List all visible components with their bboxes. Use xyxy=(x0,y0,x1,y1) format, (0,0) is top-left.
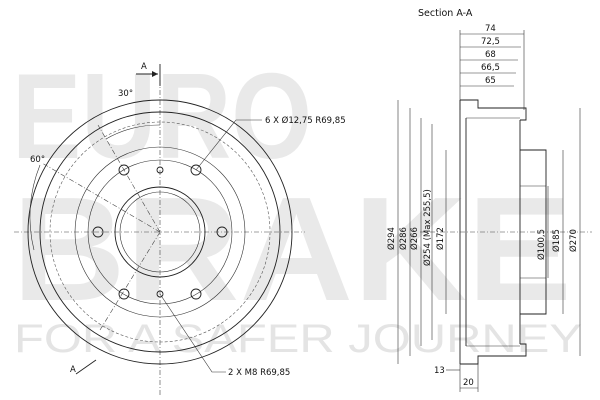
radial-line-lower xyxy=(99,231,161,331)
section-marker-bottom: A xyxy=(70,365,76,375)
width-dim-74: 74 xyxy=(485,24,496,34)
hub-face-circle xyxy=(74,146,246,318)
bolt-hole xyxy=(118,164,130,176)
width-dim-66-5: 66,5 xyxy=(481,63,500,73)
threaded-holes xyxy=(156,166,164,298)
bolt-holes xyxy=(92,164,228,300)
bottom-dimensions: 13 20 xyxy=(434,364,479,392)
watermark: EURO BRAKE FOR A SAFER JOURNEY xyxy=(12,48,582,361)
bottom-dim-13: 13 xyxy=(434,366,445,376)
threaded-holes-callout: 2 X M8 R69,85 xyxy=(228,368,290,378)
center-bore-circle xyxy=(114,186,206,278)
section-title: Section A-A xyxy=(418,8,473,19)
watermark-line1: EURO xyxy=(12,48,312,184)
bolt-hole xyxy=(92,226,104,238)
front-view: 30° 60° A A 6 X Ø12,75 R69,85 2 X M8 R69… xyxy=(14,62,346,395)
bolt-hole xyxy=(190,288,202,300)
bolt-hole xyxy=(216,226,228,238)
section-cut-line-bottom xyxy=(75,359,97,375)
bottom-dim-20: 20 xyxy=(463,378,474,388)
center-bore-inner-circle xyxy=(119,191,201,273)
drum-profile xyxy=(420,99,592,365)
diameter-dimensions: Ø294 Ø286 Ø266 Ø254 (Max 255,5) Ø172 Ø10… xyxy=(386,100,581,364)
watermark-line2: BRAKE xyxy=(12,167,572,332)
bolt-hole xyxy=(118,288,130,300)
bolt-holes-callout: 6 X Ø12,75 R69,85 xyxy=(265,115,346,126)
width-dim-65: 65 xyxy=(485,76,496,86)
diameter-172: Ø172 xyxy=(435,227,446,250)
width-dim-72-5: 72,5 xyxy=(481,37,500,47)
radial-line-60 xyxy=(41,162,161,233)
section-view: Section A-A 74 72,5 68 66,5 65 xyxy=(386,8,592,392)
radial-line-30 xyxy=(97,124,161,233)
diameter-185: Ø185 xyxy=(551,229,562,252)
diameter-270: Ø270 xyxy=(568,229,579,252)
angle-arc-60 xyxy=(29,164,41,251)
width-dim-68: 68 xyxy=(485,50,496,60)
angle-label-30: 30° xyxy=(118,89,133,99)
angle-arc-30 xyxy=(105,124,161,140)
threaded-hole xyxy=(156,166,164,174)
profile-hub-step xyxy=(520,149,547,315)
threaded-hole-leader xyxy=(159,293,226,373)
bolt-hole-leader xyxy=(195,119,262,171)
drum-rim-circle xyxy=(39,111,281,353)
threaded-hole xyxy=(156,290,164,298)
diameter-254: Ø254 (Max 255,5) xyxy=(422,189,433,266)
profile-top-lip xyxy=(460,99,527,121)
drum-outer-circle xyxy=(27,99,293,365)
profile-bottom-lip xyxy=(460,343,527,365)
diameter-266: Ø266 xyxy=(409,227,420,250)
width-dimensions: 74 72,5 68 66,5 65 xyxy=(459,24,525,110)
diameter-100-5: Ø100,5 xyxy=(536,229,547,260)
diameter-294: Ø294 xyxy=(386,227,397,250)
bolt-pitch-circle xyxy=(87,159,233,305)
angle-label-60: 60° xyxy=(30,155,45,165)
drum-inner-dashed-circle xyxy=(49,121,271,343)
bolt-hole xyxy=(190,164,202,176)
diameter-286: Ø286 xyxy=(398,227,409,250)
section-marker-top: A xyxy=(141,62,147,72)
section-arrowhead-top xyxy=(152,71,158,77)
